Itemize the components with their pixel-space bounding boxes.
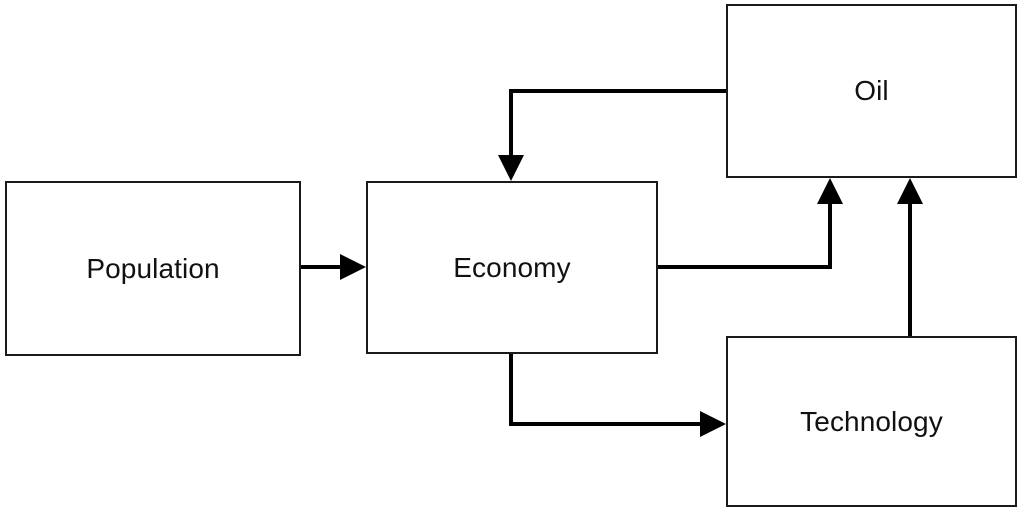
arrowhead-up: [817, 178, 843, 204]
node-economy-label: Economy: [453, 251, 571, 283]
edge-line: [509, 89, 726, 168]
edge-oil-to-economy[interactable]: [498, 89, 726, 181]
arrowhead-down: [498, 155, 524, 181]
arrowhead-right: [700, 411, 726, 437]
node-population[interactable]: Population: [5, 181, 301, 356]
edge-economy-to-technology[interactable]: [509, 354, 726, 437]
arrowhead-up: [897, 178, 923, 204]
node-technology[interactable]: Technology: [726, 336, 1017, 507]
node-oil[interactable]: Oil: [726, 4, 1017, 178]
node-oil-label: Oil: [854, 75, 889, 106]
node-economy[interactable]: Economy: [366, 181, 658, 354]
edge-line: [658, 191, 832, 269]
edge-technology-to-oil[interactable]: [897, 178, 923, 336]
arrowhead-right: [340, 254, 366, 280]
node-technology-label: Technology: [800, 405, 943, 437]
edge-line: [509, 354, 713, 426]
edge-population-to-economy[interactable]: [301, 254, 366, 280]
edge-economy-to-oil[interactable]: [658, 178, 843, 269]
node-population-label: Population: [86, 252, 220, 284]
